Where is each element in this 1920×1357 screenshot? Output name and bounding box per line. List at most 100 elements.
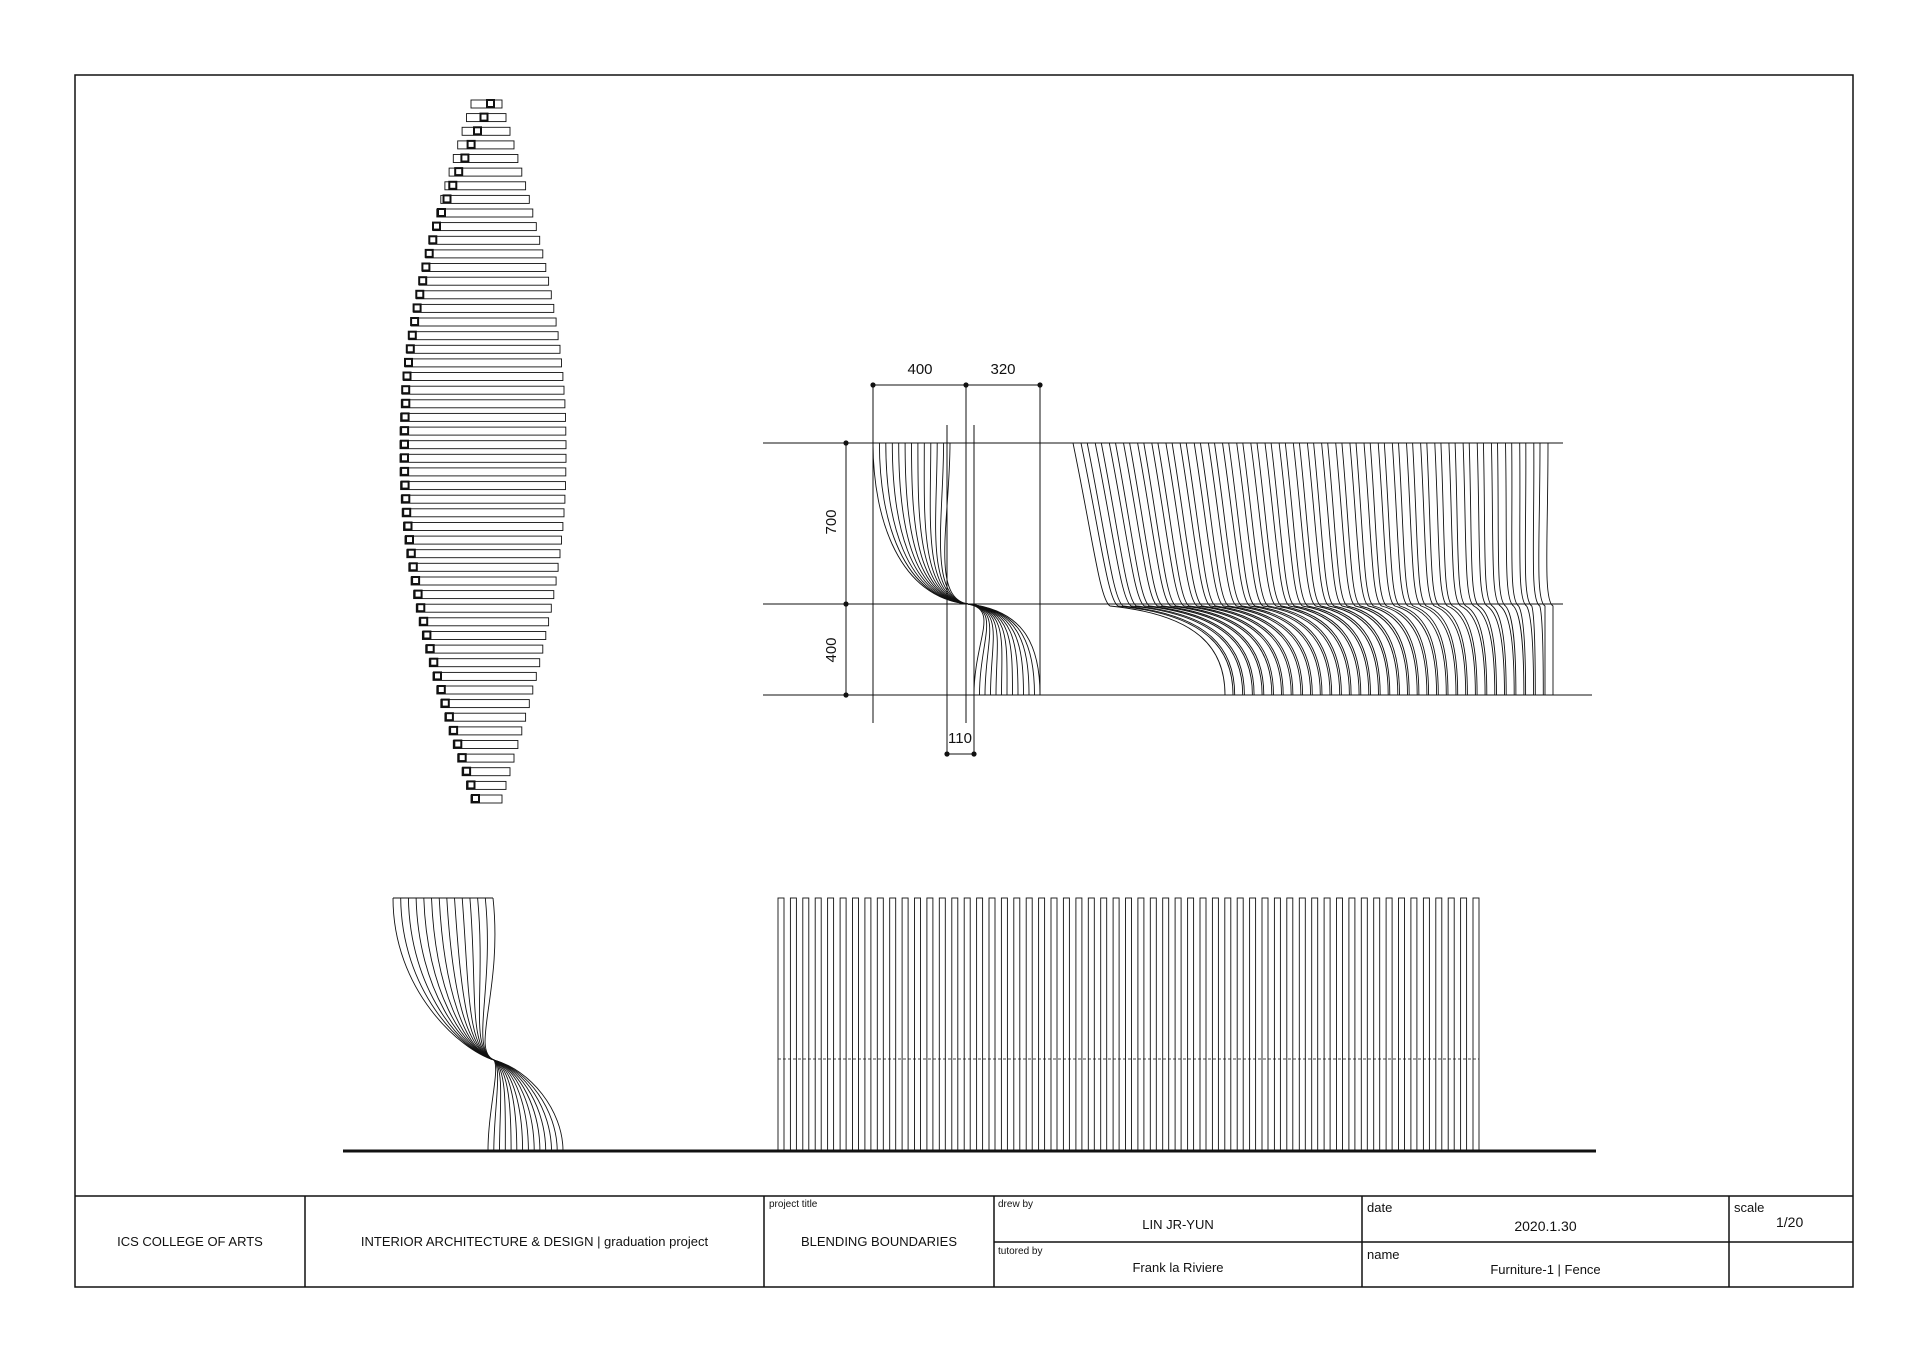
plan-post xyxy=(428,235,438,245)
section-curve-upper xyxy=(940,442,969,605)
plan-slat xyxy=(444,712,527,722)
perspective-curve xyxy=(1412,442,1459,696)
plan-post xyxy=(400,466,410,476)
front-slat xyxy=(963,897,971,1152)
perspective-curve xyxy=(1185,442,1304,696)
perspective-curves xyxy=(1072,442,1554,696)
perspective-curve xyxy=(1468,442,1497,696)
plan-slat xyxy=(401,508,565,518)
plan-slat xyxy=(428,658,541,668)
perspective-curve xyxy=(1137,442,1273,696)
plan-slat xyxy=(401,385,565,395)
plan-slat xyxy=(408,562,559,572)
school-name: ICS COLLEGE OF ARTS xyxy=(117,1234,263,1249)
section-curve-upper xyxy=(944,442,969,605)
perspective-curve xyxy=(1298,442,1381,696)
front-slat xyxy=(938,897,946,1152)
dim-400-side: 400 xyxy=(823,637,840,662)
plan-slat xyxy=(403,372,564,381)
perspective-curve xyxy=(1524,442,1536,696)
front-slat xyxy=(1373,897,1381,1152)
plan-slat xyxy=(404,358,562,368)
scale-value: 1/20 xyxy=(1776,1214,1804,1230)
front-slat xyxy=(1336,897,1343,1152)
dim-400-top: 400 xyxy=(907,361,932,378)
plan-slat xyxy=(403,522,564,531)
plan-slat xyxy=(440,194,530,204)
plan-post xyxy=(429,657,439,667)
dim-110: 110 xyxy=(948,730,972,747)
front-slat xyxy=(1000,897,1008,1152)
plan-post xyxy=(433,671,442,681)
plan-slat xyxy=(452,154,519,163)
perspective-curve xyxy=(1072,442,1226,696)
section-curve-upper xyxy=(898,442,969,605)
plan-slat xyxy=(399,453,567,463)
plan-post xyxy=(466,780,476,790)
front-slat xyxy=(1360,897,1368,1152)
perspective-curve xyxy=(1199,442,1313,696)
front-slat xyxy=(1311,897,1319,1152)
plan-post xyxy=(400,453,409,463)
plan-post xyxy=(486,99,495,108)
plan-slat xyxy=(399,440,567,450)
plan-post xyxy=(408,562,418,572)
front-slat xyxy=(864,897,872,1152)
plan-slat xyxy=(457,140,515,150)
perspective-curve xyxy=(1391,442,1447,696)
front-slat xyxy=(1286,897,1294,1152)
perspective-curve xyxy=(1222,442,1331,696)
plan-slat xyxy=(415,290,552,300)
plan-post xyxy=(406,548,416,558)
perspective-curve xyxy=(1157,442,1284,696)
plan-post xyxy=(401,385,411,395)
perspective-curve xyxy=(1363,442,1428,696)
front-slat xyxy=(1075,897,1083,1152)
perspective-curve xyxy=(1151,442,1282,696)
front-slat xyxy=(1211,897,1219,1152)
perspective-curve xyxy=(1462,442,1496,696)
front-slat xyxy=(1013,897,1021,1152)
front-slat xyxy=(827,897,835,1152)
side-elevation-curve xyxy=(461,897,541,1152)
perspective-curve xyxy=(1171,442,1294,696)
section-curve-lower xyxy=(967,603,994,696)
plan-post xyxy=(421,262,431,272)
front-slat xyxy=(1162,897,1170,1152)
front-slat xyxy=(988,897,996,1152)
title-block-grid xyxy=(75,1195,1853,1287)
perspective-curve xyxy=(1497,442,1517,696)
perspective-curve xyxy=(1250,442,1350,696)
sheet-border xyxy=(74,74,1854,1288)
plan-post xyxy=(471,794,480,803)
front-slat xyxy=(1323,897,1331,1152)
plan-post xyxy=(419,616,429,626)
perspective-curve xyxy=(1165,442,1292,696)
plan-post xyxy=(436,685,446,694)
perspective-curve xyxy=(1420,442,1467,696)
plan-slat xyxy=(425,644,544,654)
perspective-curve xyxy=(1490,442,1515,696)
dim-320: 320 xyxy=(990,361,1015,378)
side-elevation-curve xyxy=(431,897,518,1152)
side-elevation-curve xyxy=(407,897,502,1152)
name-label: name xyxy=(1367,1247,1400,1262)
perspective-curve xyxy=(1482,442,1507,696)
date-value: 2020.1.30 xyxy=(1514,1218,1577,1234)
front-slat xyxy=(1174,897,1182,1152)
front-slat xyxy=(1249,897,1257,1152)
section-curves xyxy=(872,442,1041,696)
side-elevation-curve xyxy=(392,897,497,1152)
perspective-curve xyxy=(1369,442,1430,696)
plan-post xyxy=(473,126,482,136)
perspective-curve xyxy=(1242,442,1342,696)
plan-slat xyxy=(400,399,566,409)
side-elevation-curve xyxy=(477,897,552,1152)
front-slat xyxy=(1298,897,1306,1152)
plan-slat xyxy=(415,603,552,613)
perspective-curve xyxy=(1349,442,1418,696)
section-view: 400 320 700 400 110 xyxy=(763,361,1592,757)
front-slat xyxy=(1348,897,1356,1152)
plan-slat xyxy=(400,494,566,504)
